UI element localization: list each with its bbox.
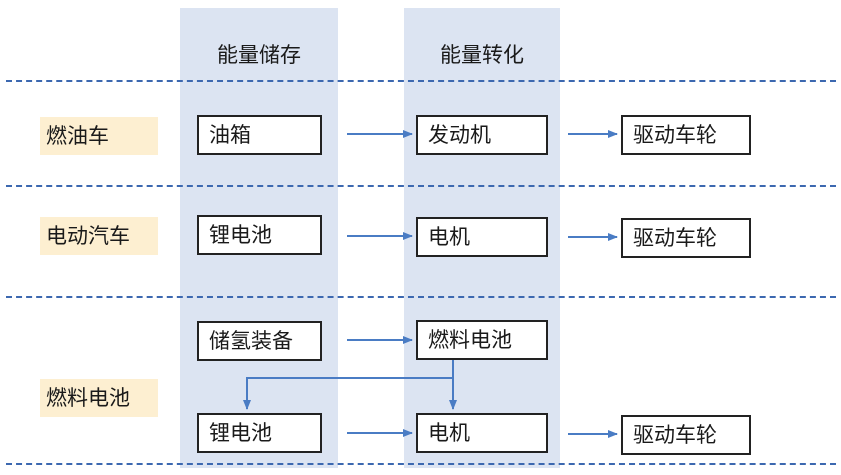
row-label-fuel-car: 燃油车: [40, 117, 158, 155]
motor-box-2: 电机: [416, 413, 548, 453]
separator-line-2: [6, 185, 836, 187]
fuel-tank-box: 油箱: [197, 115, 322, 155]
drive-wheels-box-2: 驱动车轮: [621, 218, 751, 258]
lithium-battery-box-1: 锂电池: [197, 215, 322, 255]
separator-line-4: [6, 463, 836, 465]
engine-box: 发动机: [416, 115, 548, 155]
motor-box-1: 电机: [416, 217, 548, 257]
conversion-column-header: 能量转化: [440, 43, 524, 67]
fuel-cell-box: 燃料电池: [416, 320, 548, 360]
row-label-electric-car: 电动汽车: [40, 217, 158, 255]
separator-line-3: [6, 296, 836, 298]
separator-line-1: [6, 80, 836, 82]
row-label-fuel-cell: 燃料电池: [40, 379, 158, 417]
hydrogen-storage-box: 储氢装备: [197, 321, 322, 361]
arrow-fuel-cell-to-battery: [243, 377, 453, 410]
drive-wheels-box-1: 驱动车轮: [621, 115, 751, 155]
storage-column-header: 能量储存: [217, 43, 301, 67]
drive-wheels-box-3: 驱动车轮: [621, 415, 751, 455]
lithium-battery-box-2: 锂电池: [197, 413, 322, 453]
